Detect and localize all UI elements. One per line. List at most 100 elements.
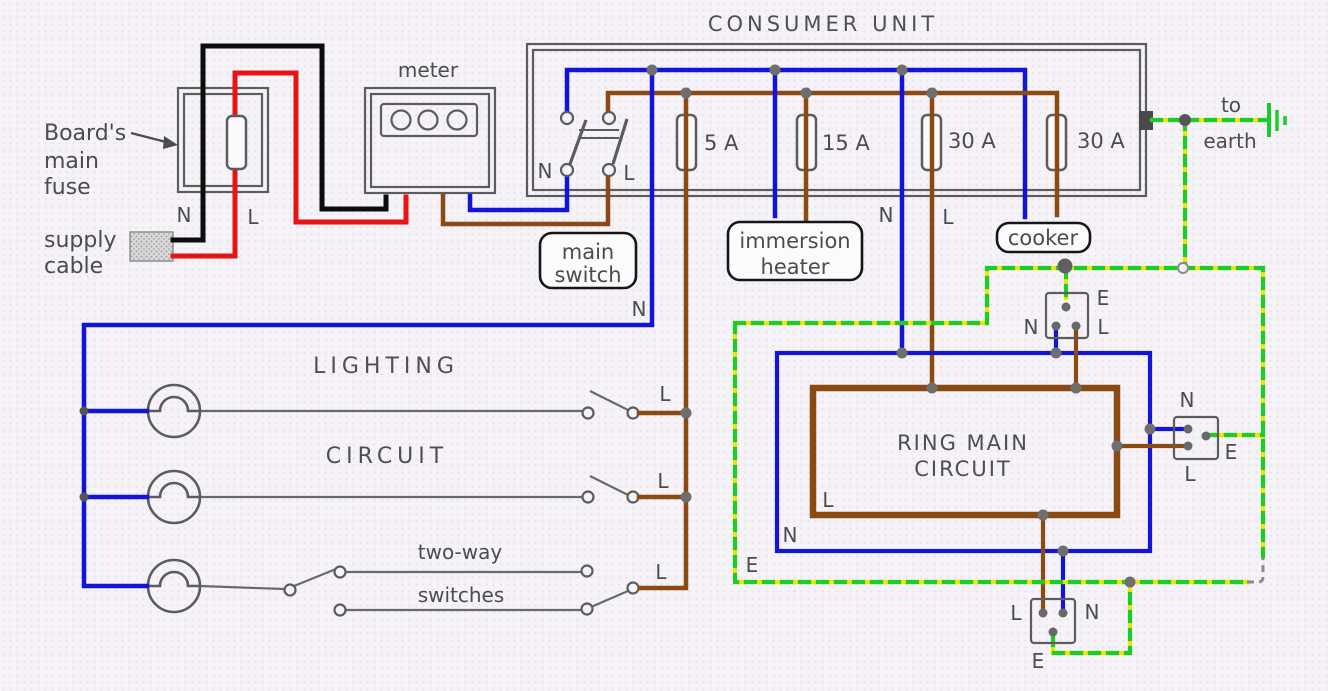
socket-top-e-label: E [1097, 286, 1110, 310]
two-way-terminal [580, 602, 594, 616]
junction [1050, 347, 1062, 359]
junction [1037, 509, 1049, 521]
junction [896, 347, 908, 359]
socket-bottom-e-terminal [1048, 627, 1058, 637]
consumer-unit-title: CONSUMER UNIT [708, 12, 938, 36]
main-switch-caption-1: main [562, 240, 614, 264]
lamp-2 [146, 469, 202, 525]
fuse-rating-30a-1: 30 A [948, 129, 996, 153]
earth-terminal-blob [1139, 111, 1153, 130]
to-earth-caption-2: earth [1203, 129, 1256, 153]
cooker-label-box [995, 221, 1092, 254]
main-switch-blade-n [568, 119, 588, 165]
earth-ground-symbol [1267, 103, 1287, 137]
main-switch-link-bar [579, 129, 619, 139]
immersion-caption-1: immersion [739, 229, 850, 253]
junction [1124, 576, 1136, 588]
junction [1111, 440, 1123, 452]
socket-top-n-label: N [1024, 315, 1039, 339]
fuse-rating-30a-2: 30 A [1077, 129, 1125, 153]
board-main-fuse-box [176, 86, 270, 194]
label-boxes [538, 220, 1092, 290]
meter-label: meter [398, 58, 459, 82]
electricity-meter [363, 86, 497, 195]
junction [1144, 423, 1156, 435]
socket-bottom-n-label: N [1085, 600, 1100, 624]
supply-cable-caption-1: supply [44, 228, 116, 253]
main-switch-n-label: N [538, 159, 553, 183]
junction [79, 492, 89, 502]
two-way-left-pivot [283, 583, 297, 597]
meter-tail-live-brown [440, 174, 611, 227]
ring-neutral-loop [774, 350, 1153, 554]
junction [800, 87, 812, 99]
lamp-3 [146, 558, 202, 614]
lighting-title-1: LIGHTING [313, 354, 459, 379]
socket-top [1044, 291, 1090, 340]
socket-bottom-n-terminal [1058, 608, 1068, 618]
two-way-right-pivot [626, 581, 640, 595]
lamp3-switch-wire [199, 584, 285, 591]
main-switch-blade-l [611, 118, 629, 165]
main-switch-caption-2: switch [554, 263, 621, 287]
board-fuse-caption-1: Board's [44, 121, 126, 146]
ring-n-label: N [783, 523, 798, 547]
ring-main-caption-2: CIRCUIT [914, 457, 1011, 481]
switch2-terminal [581, 490, 595, 504]
earth-wiring [732, 103, 1287, 656]
ring-main-caption-1: RING MAIN [897, 431, 1029, 455]
board-fuse-element [225, 114, 248, 171]
two-way-caption-1: two-way [418, 540, 503, 564]
supply-cable-caption-2: cable [44, 254, 103, 279]
meter-dial-window [379, 102, 479, 138]
cooker-caption: cooker [1008, 226, 1079, 250]
lighting-l1-label: L [659, 382, 671, 406]
supply-cable-end [129, 231, 174, 262]
earth-junction [1179, 114, 1191, 126]
ring-feed-l-label: L [942, 205, 954, 229]
main-switch-terminal [601, 110, 617, 126]
socket-right-e-terminal [1201, 431, 1211, 441]
live-supply-wire-red [170, 70, 409, 259]
junction [680, 87, 692, 99]
junction [896, 64, 908, 76]
earth-junction-large [1057, 258, 1073, 274]
socket-top-l-terminal [1071, 321, 1081, 331]
lighting-l3-label: L [655, 560, 667, 584]
arrowhead [163, 136, 178, 149]
ring-feed-n-label: N [879, 203, 894, 227]
meter-dial [390, 109, 412, 131]
lighting-circuit-wiring [199, 390, 629, 612]
switch-terminals [283, 406, 640, 617]
earth-corner-gray [1247, 558, 1265, 584]
main-switch-terminal [559, 110, 575, 126]
junction [926, 87, 938, 99]
socket-right-l-label: L [1184, 462, 1196, 486]
junction [79, 406, 89, 416]
socket-bottom-e-label: E [1032, 649, 1045, 673]
lamp-1 [146, 383, 202, 439]
two-way-left-blade [293, 567, 337, 588]
neutral-busbar-and-cooker-neutral [564, 67, 1028, 220]
fuse-rating-15a: 15 A [822, 131, 870, 155]
junction [1057, 545, 1069, 557]
junction [646, 64, 658, 76]
junction [680, 407, 692, 419]
ring-e-label: E [746, 553, 759, 577]
socket-right-n-label: N [1180, 388, 1195, 412]
ring-l-label: L [822, 488, 834, 512]
text-labels: CONSUMER UNIT Board's main fuse N L supp… [44, 12, 1257, 673]
fuse-rating-5a: 5 A [704, 131, 739, 155]
live-busbar-and-cooker-live [605, 90, 1060, 218]
switch1-terminal [581, 406, 595, 420]
to-earth-caption-1: to [1221, 93, 1241, 117]
socket-bottom-l-label: L [1010, 601, 1022, 625]
earth-wire-green-dashes [732, 117, 1271, 656]
socket-right-e-label: E [1225, 440, 1238, 464]
main-switch-symbol [559, 110, 629, 178]
two-way-terminal [333, 603, 347, 617]
board-fuse-l-label: L [247, 205, 259, 229]
two-way-caption-2: switches [418, 583, 505, 607]
junction-dots [79, 64, 1191, 588]
